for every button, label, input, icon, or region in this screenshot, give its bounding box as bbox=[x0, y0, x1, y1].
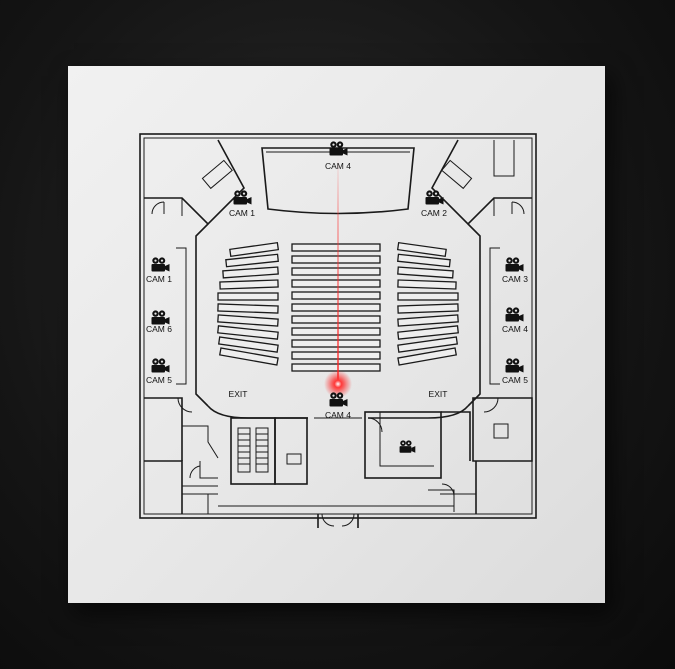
seating-left bbox=[217, 241, 280, 366]
seating-right bbox=[396, 241, 459, 366]
laser-beam bbox=[337, 156, 339, 382]
outer-wall bbox=[139, 133, 537, 519]
left-top-camera-icon[interactable] bbox=[151, 257, 170, 272]
corner-room-top-right bbox=[431, 139, 532, 226]
corner-fixture-top-left bbox=[201, 159, 233, 190]
left-bottom-camera-label: CAM 5 bbox=[146, 375, 172, 385]
room-lower-left-a bbox=[144, 397, 183, 461]
left-top-camera-label: CAM 1 bbox=[146, 274, 172, 284]
door-arc bbox=[177, 397, 193, 413]
right-bottom-camera-label: CAM 5 bbox=[502, 375, 528, 385]
room-lower-left-b bbox=[144, 460, 183, 514]
column-fixture bbox=[493, 423, 509, 439]
stage-camera-label: CAM 4 bbox=[325, 161, 351, 171]
corner-fixture-top-right bbox=[441, 159, 473, 190]
rear-wall-left bbox=[207, 405, 308, 419]
door-arc bbox=[189, 465, 201, 479]
stairs bbox=[237, 427, 269, 473]
auditorium-wall-left bbox=[195, 223, 209, 407]
restroom-left bbox=[274, 417, 308, 485]
rear-wall-right bbox=[368, 405, 469, 419]
sink-fixture bbox=[286, 453, 302, 465]
main-entrance bbox=[317, 514, 359, 528]
room-lower-right-a bbox=[441, 411, 471, 461]
floor-plan-board: CAM 4 CAM 1 CAM 2 CAM 1 CAM 6 CAM 5 CAM … bbox=[68, 66, 605, 603]
rear-center-camera-label: CAM 4 bbox=[325, 410, 351, 420]
entrance-door-arc-right bbox=[341, 513, 355, 527]
front-left-camera-label: CAM 1 bbox=[229, 208, 255, 218]
projector-camera-icon bbox=[399, 440, 416, 453]
seating-center bbox=[291, 243, 381, 372]
left-middle-camera-label: CAM 6 bbox=[146, 324, 172, 334]
door-arc bbox=[367, 417, 383, 433]
door-arc bbox=[441, 483, 455, 497]
front-left-camera-icon[interactable] bbox=[233, 190, 252, 205]
right-bottom-camera-icon[interactable] bbox=[505, 358, 524, 373]
door-arc bbox=[511, 201, 525, 215]
right-top-camera-label: CAM 3 bbox=[502, 274, 528, 284]
exit-label-right: EXIT bbox=[429, 389, 448, 399]
left-aisle-wall bbox=[176, 247, 187, 385]
left-bottom-camera-icon[interactable] bbox=[151, 358, 170, 373]
right-middle-camera-label: CAM 4 bbox=[502, 324, 528, 334]
door-arc bbox=[151, 201, 165, 215]
exit-label-left: EXIT bbox=[229, 389, 248, 399]
wall-segment bbox=[428, 489, 455, 512]
closet-top-right bbox=[493, 140, 515, 177]
laser-glow bbox=[324, 370, 352, 398]
right-top-camera-icon[interactable] bbox=[505, 257, 524, 272]
stage bbox=[261, 147, 415, 215]
entrance-door-arc-left bbox=[321, 513, 335, 527]
corridor-left bbox=[182, 485, 218, 495]
theater-floor-plan: CAM 4 CAM 1 CAM 2 CAM 1 CAM 6 CAM 5 CAM … bbox=[139, 133, 537, 528]
left-middle-camera-icon[interactable] bbox=[151, 310, 170, 325]
room-lower-right-b bbox=[472, 397, 533, 462]
door-arc bbox=[483, 397, 499, 413]
outer-wall-inner bbox=[143, 137, 533, 515]
wall-segment bbox=[182, 425, 219, 459]
projection-room-inner bbox=[379, 412, 434, 467]
front-right-camera-label: CAM 2 bbox=[421, 208, 447, 218]
auditorium-wall-right bbox=[467, 223, 481, 407]
projection-room bbox=[364, 411, 442, 479]
right-aisle-wall bbox=[489, 247, 500, 385]
right-middle-camera-icon[interactable] bbox=[505, 307, 524, 322]
wall-segment bbox=[199, 461, 218, 479]
